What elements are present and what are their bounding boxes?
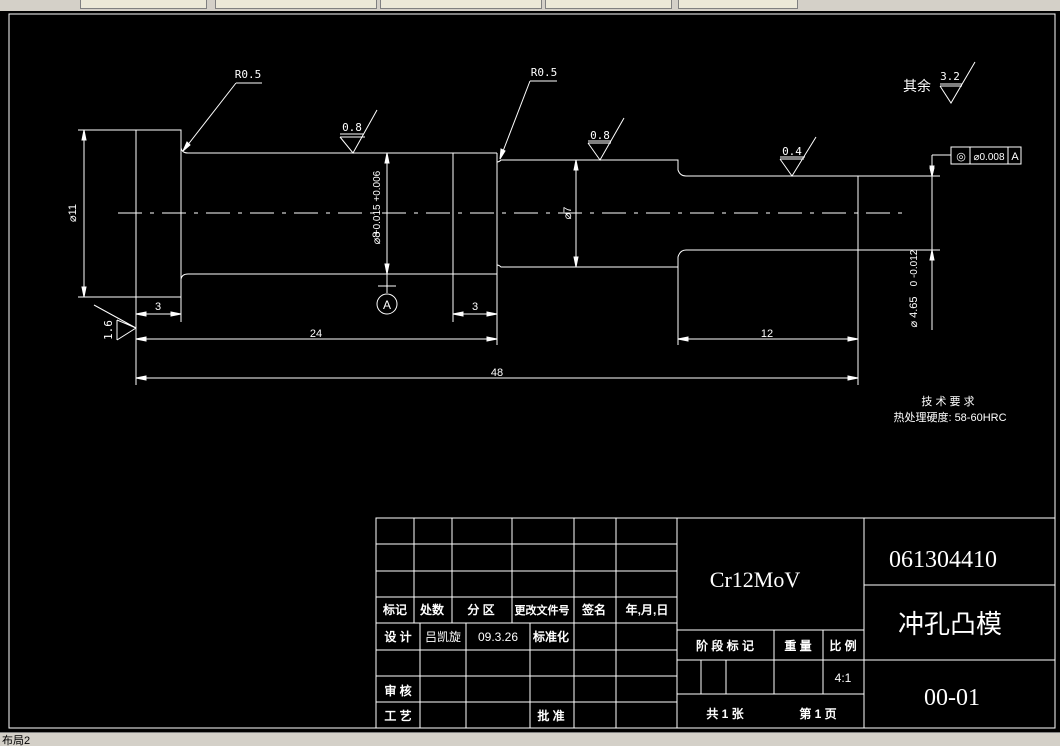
drawing-canvas[interactable]: ⌀11 ⌀8 +0.015 +0.006 ⌀7 ⌀ 4.65 0 -0.012 … (0, 11, 1060, 732)
toolbar-fragment (678, 0, 798, 9)
dim-length-24: 24 (310, 328, 322, 340)
tb-weight: 重 量 (784, 638, 811, 653)
upper-profile (496, 159, 858, 177)
dim-length-3-left: 3 (155, 301, 161, 313)
layout-tab[interactable]: 布局2 (2, 735, 31, 747)
tb-header-mark: 标记 (382, 602, 407, 617)
roughness-16: 1.6 (102, 320, 115, 340)
dim-dia465-tolerance: 0 -0.012 (909, 249, 920, 286)
fillet-bottom (180, 273, 189, 280)
roughness-rest-value: 3.2 (940, 70, 960, 83)
toolbar-fragment (80, 0, 207, 9)
dim-dia465: ⌀ 4.65 (908, 296, 920, 327)
radius-label-left: R0.5 (235, 68, 262, 81)
notes-hardness: 热处理硬度: 58-60HRC (893, 410, 1006, 424)
tb-standardize: 标准化 (532, 629, 569, 644)
gdt-tolerance: ⌀0.008 (973, 152, 1004, 163)
toolbar-fragment (380, 0, 542, 9)
lower-profile (496, 249, 858, 268)
tb-header-doc-no: 更改文件号 (515, 603, 570, 617)
datum-a (376, 274, 398, 315)
cad-drawing: ⌀11 ⌀8 +0.015 +0.006 ⌀7 ⌀ 4.65 0 -0.012 … (8, 13, 1056, 729)
tb-stage-mark: 阶 段 标 记 (696, 638, 754, 653)
tb-design-label: 设 计 (384, 629, 411, 644)
tb-part-name: 冲孔凸模 (898, 609, 1002, 639)
tb-designer: 吕凯旋 (425, 630, 461, 644)
tb-header-sign: 签名 (581, 602, 606, 617)
gdt-frame (929, 146, 1022, 177)
dim-length-3-middle: 3 (472, 301, 478, 313)
roughness-08-a: 0.8 (342, 121, 362, 134)
gdt-concentricity-icon: ◎ (956, 151, 966, 163)
tb-approve: 批 准 (537, 708, 564, 723)
tb-sheet-no: 第 1 页 (799, 706, 836, 721)
dimensions (78, 129, 940, 385)
dim-length-48: 48 (491, 367, 503, 379)
tb-header-count: 处数 (419, 602, 445, 617)
radius-leaders (182, 80, 557, 160)
layout-tab-bar: 布局2 (0, 732, 1060, 747)
dim-length-12: 12 (761, 328, 773, 340)
tb-total-sheets: 共 1 张 (706, 706, 744, 721)
dim-dia8: ⌀8 (371, 232, 383, 245)
dim-dia11: ⌀11 (67, 204, 79, 222)
dim-dia8-tolerance: +0.015 +0.006 (372, 170, 383, 235)
roughness-08-b: 0.8 (590, 129, 610, 142)
title-block-grid (375, 517, 1056, 729)
tb-header-date: 年,月,日 (626, 602, 669, 617)
gdt-datum: A (1011, 151, 1019, 163)
roughness-04: 0.4 (782, 145, 802, 158)
toolbar-fragment (545, 0, 672, 9)
roughness-symbols (93, 61, 976, 341)
fillet-top (180, 147, 189, 154)
tb-scale-label: 比 例 (829, 638, 856, 653)
dim-dia7: ⌀7 (562, 207, 574, 220)
datum-label: A (383, 298, 391, 312)
tb-scale-value: 4:1 (835, 671, 852, 685)
toolbar-fragment (215, 0, 377, 9)
notes-title: 技 术 要 求 (921, 395, 974, 408)
tb-review: 审 核 (384, 683, 411, 698)
tb-material: Cr12MoV (710, 567, 801, 592)
tb-design-date: 09.3.26 (478, 630, 518, 644)
tb-process: 工 艺 (384, 708, 411, 723)
radius-label-right: R0.5 (531, 66, 558, 79)
tb-code: 00-01 (924, 685, 980, 711)
tb-drawing-no: 061304410 (889, 547, 997, 573)
tb-header-zone: 分 区 (467, 602, 494, 617)
roughness-rest-label: 其余 (903, 78, 931, 94)
